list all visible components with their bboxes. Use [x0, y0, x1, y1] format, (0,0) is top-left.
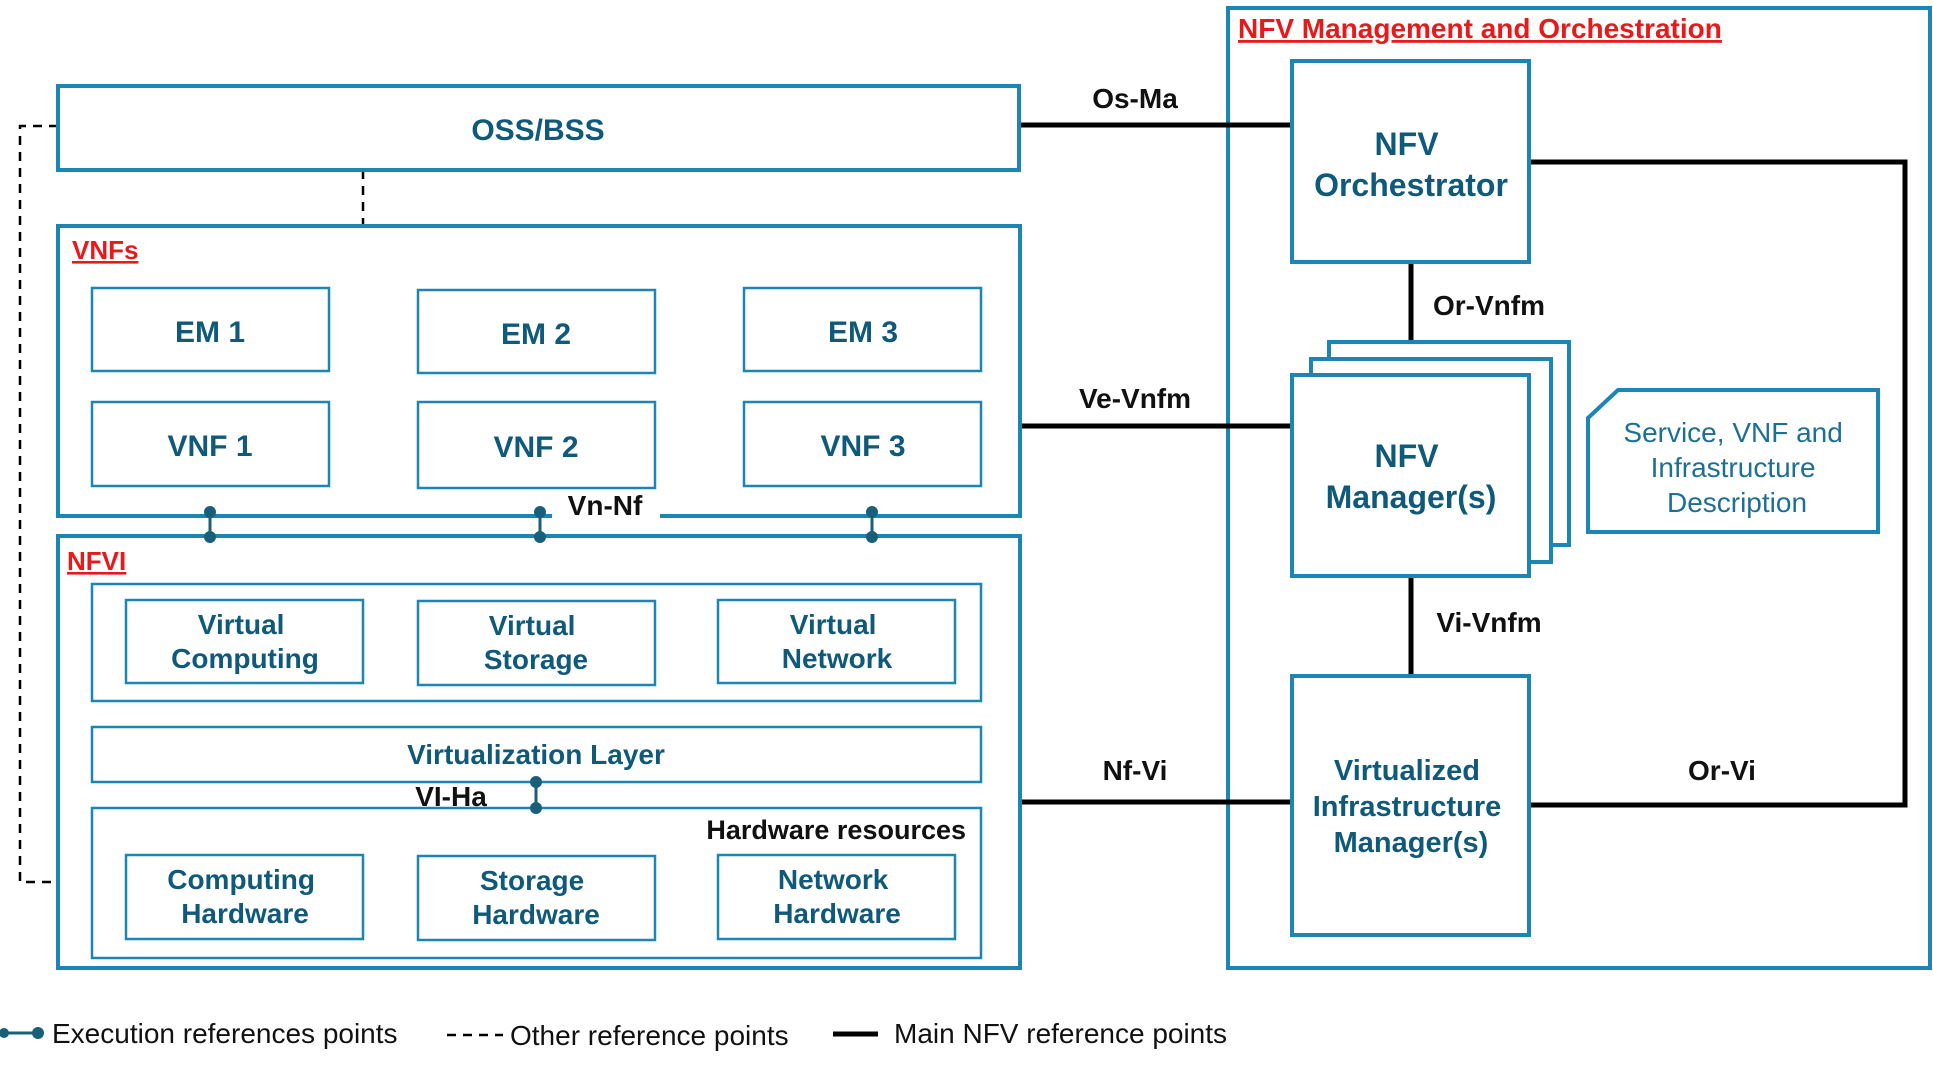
nfv-manager-label: NFV Manager(s) — [1326, 438, 1497, 515]
vim-box — [1290, 674, 1531, 937]
em-2-box — [416, 288, 657, 375]
ve-vnfm-label: Ve-Vnfm — [1079, 383, 1191, 414]
storage-hardware-label: Storage Hardware — [472, 865, 600, 930]
nf-vi-label: Nf-Vi — [1103, 755, 1168, 786]
virtual-network-label: Virtual Network — [782, 609, 893, 674]
or-vi-label: Or-Vi — [1688, 755, 1756, 786]
vim-label: Virtualized Infrastructure Manager(s) — [1313, 755, 1510, 859]
hardware-resources-label: Hardware resources — [706, 815, 966, 845]
nfv-orchestrator-box — [1290, 59, 1531, 264]
virtual-network-box — [716, 598, 957, 685]
virtual-storage-label: Virtual Storage — [484, 610, 588, 675]
em-3-label: EM 3 — [828, 316, 898, 349]
vnf-1-label: VNF 1 — [167, 430, 252, 463]
vnf-1-box — [90, 400, 331, 488]
vnf-2-label: VNF 2 — [493, 431, 578, 464]
nfv-orchestrator-label: NFV Orchestrator — [1314, 126, 1508, 203]
vnf-3-box — [742, 400, 983, 488]
em-1-label: EM 1 — [175, 316, 245, 349]
em-1-box — [90, 286, 331, 373]
description-document — [1586, 388, 1880, 534]
legend-main-label: Main NFV reference points — [894, 1018, 1227, 1049]
vnf-3-label: VNF 3 — [820, 430, 905, 463]
computing-hardware-label: Computing Hardware — [167, 864, 323, 929]
legend: Execution references points Other refere… — [0, 1018, 1227, 1051]
network-hardware-label: Network Hardware — [773, 864, 901, 929]
em-3-box — [742, 286, 983, 373]
or-vnfm-label: Or-Vnfm — [1433, 290, 1545, 321]
virtualization-layer-box — [90, 725, 983, 784]
vn-nf-label: Vn-Nf — [568, 490, 643, 521]
vi-ha-label: VI-Ha — [415, 781, 487, 812]
os-ma-label: Os-Ma — [1092, 83, 1178, 114]
legend-execution-label: Execution references points — [52, 1018, 398, 1049]
virtual-computing-box — [124, 598, 365, 685]
legend-other-label: Other reference points — [510, 1020, 789, 1051]
computing-hardware-box — [124, 853, 365, 941]
em-2-label: EM 2 — [501, 318, 571, 351]
virtual-storage-box — [416, 599, 657, 687]
virtualization-layer-label: Virtualization Layer — [407, 739, 665, 770]
nfv-manager-box — [1290, 373, 1531, 578]
network-hardware-box — [716, 853, 957, 941]
vnf-2-box — [416, 400, 657, 490]
mano-title: NFV Management and Orchestration — [1238, 13, 1722, 44]
virtual-computing-label: Virtual Computing — [171, 609, 319, 674]
vnfs-title: VNFs — [72, 235, 138, 265]
nfvi-title: NFVI — [67, 546, 126, 576]
vi-vnfm-label: Vi-Vnfm — [1436, 607, 1541, 638]
em-group: EM 1 EM 2 EM 3 — [90, 286, 983, 375]
vnf-group: VNF 1 VNF 2 VNF 3 — [90, 400, 983, 490]
storage-hardware-box — [416, 854, 657, 942]
main-reference-lines — [1019, 122, 1908, 808]
execution-reference-points — [204, 506, 878, 814]
oss-bss-box — [56, 84, 1021, 172]
oss-bss-label: OSS/BSS — [471, 114, 604, 147]
vn-nf-label-gap — [552, 500, 660, 530]
description-label: Service, VNF and Infrastructure Descript… — [1623, 417, 1850, 518]
